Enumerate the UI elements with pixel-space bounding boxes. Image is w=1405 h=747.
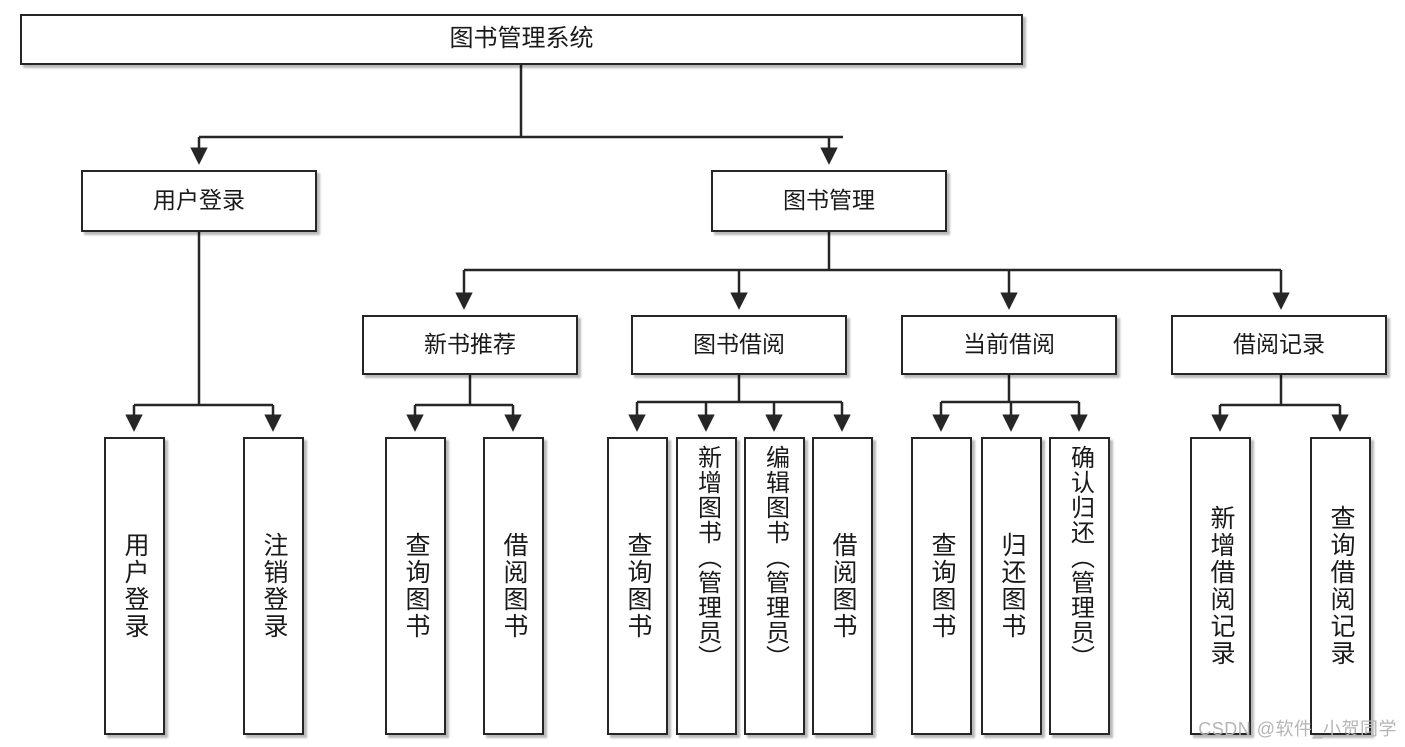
leaf-return-book[interactable]: 归还图书 xyxy=(981,437,1042,735)
leaf-borrow-book-new-label: 借阅图书 xyxy=(500,532,528,640)
leaf-query-book-new[interactable]: 查询图书 xyxy=(385,437,446,735)
leaf-borrow-book[interactable]: 借阅图书 xyxy=(812,437,873,735)
leaf-confirm-return-admin[interactable]: 确认归还（管理员） xyxy=(1049,437,1110,735)
watermark-text: CSDN @软件_小贺同学 xyxy=(1198,719,1397,739)
leaf-borrow-book-new[interactable]: 借阅图书 xyxy=(483,437,544,735)
leaf-add-book-admin-label: 新增图书（管理员） xyxy=(693,445,721,670)
node-borrow-records[interactable]: 借阅记录 xyxy=(1171,315,1387,375)
node-new-book-recommend[interactable]: 新书推荐 xyxy=(362,315,578,375)
leaf-query-book-current[interactable]: 查询图书 xyxy=(911,437,972,735)
node-book-borrow[interactable]: 图书借阅 xyxy=(631,315,847,375)
leaf-add-borrow-record-label: 新增借阅记录 xyxy=(1207,505,1235,667)
leaf-query-book-current-label: 查询图书 xyxy=(928,532,956,640)
node-new-book-recommend-label: 新书推荐 xyxy=(424,331,516,358)
node-user-login-label: 用户登录 xyxy=(153,187,245,214)
node-root[interactable]: 图书管理系统 xyxy=(20,14,1023,65)
leaf-add-borrow-record[interactable]: 新增借阅记录 xyxy=(1190,437,1251,735)
leaf-query-book-borrow[interactable]: 查询图书 xyxy=(607,437,668,735)
leaf-query-book-new-label: 查询图书 xyxy=(402,532,430,640)
node-current-borrow-label: 当前借阅 xyxy=(963,331,1055,358)
leaf-logout-label: 注销登录 xyxy=(260,532,288,640)
node-current-borrow[interactable]: 当前借阅 xyxy=(901,315,1117,375)
leaf-edit-book-admin-label: 编辑图书（管理员） xyxy=(761,445,789,670)
leaf-query-borrow-record-label: 查询借阅记录 xyxy=(1327,505,1355,667)
node-book-management-label: 图书管理 xyxy=(783,187,875,214)
node-book-management[interactable]: 图书管理 xyxy=(711,170,947,232)
leaf-query-borrow-record[interactable]: 查询借阅记录 xyxy=(1310,437,1371,735)
leaf-user-login[interactable]: 用户登录 xyxy=(104,437,165,735)
node-borrow-records-label: 借阅记录 xyxy=(1233,331,1325,358)
node-book-borrow-label: 图书借阅 xyxy=(693,331,785,358)
leaf-return-book-label: 归还图书 xyxy=(998,532,1026,640)
leaf-confirm-return-admin-label: 确认归还（管理员） xyxy=(1066,445,1094,670)
node-user-login[interactable]: 用户登录 xyxy=(81,170,317,232)
leaf-edit-book-admin[interactable]: 编辑图书（管理员） xyxy=(744,437,805,735)
leaf-borrow-book-label: 借阅图书 xyxy=(829,532,857,640)
leaf-query-book-borrow-label: 查询图书 xyxy=(624,532,652,640)
leaf-user-login-label: 用户登录 xyxy=(121,532,149,640)
leaf-add-book-admin[interactable]: 新增图书（管理员） xyxy=(676,437,737,735)
node-root-label: 图书管理系统 xyxy=(449,25,594,53)
leaf-logout[interactable]: 注销登录 xyxy=(243,437,304,735)
